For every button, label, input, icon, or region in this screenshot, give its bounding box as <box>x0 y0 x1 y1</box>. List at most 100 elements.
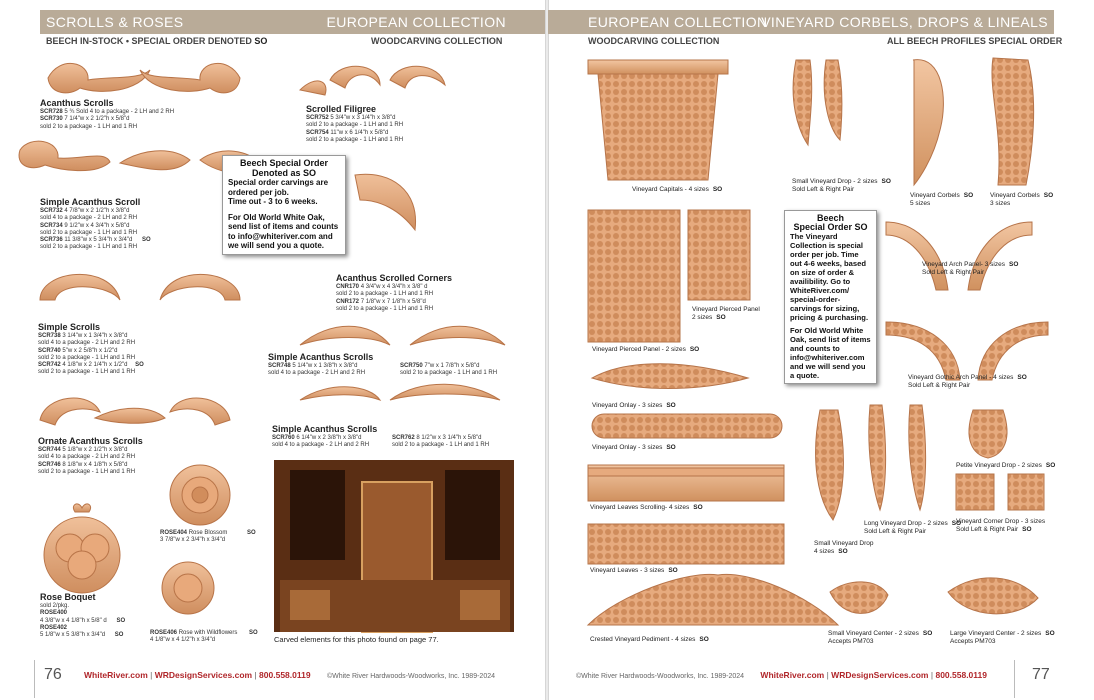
so-marker: SO <box>963 192 974 199</box>
item-spec: 4 1/8"w x 4 1/2"h x 3/4"d <box>150 637 216 644</box>
item-title: Simple Scrolls <box>38 322 101 332</box>
sku: SCR728 <box>40 109 63 115</box>
sku: SCR740 <box>38 347 61 354</box>
caption-text: Vineyard Leaves Scrolling- 4 sizes <box>590 504 690 511</box>
caption-text: Small Vineyard Center - 2 sizes <box>828 630 919 637</box>
item-spec: 5 1/4"w x 1 3/8"h x 3/8"d <box>292 363 358 369</box>
sku: SCR750 <box>400 363 423 369</box>
note-heading: Beech Special Order <box>239 158 329 168</box>
sku: ROSE404 <box>160 530 188 536</box>
header-title-european: EUROPEAN COLLECTION <box>588 14 768 30</box>
note-body: For Old World White Oak, send list of it… <box>790 326 871 380</box>
so-marker: SO <box>254 36 268 46</box>
sku: SCR730 <box>40 116 63 123</box>
item-simple-scrolls: Simple Scrolls SCR738 3 1/4"w x 1 3/4"h … <box>38 322 144 377</box>
item-spec: sold 4 to a package - 2 LH and 2 RH <box>38 454 136 461</box>
caption-text: Sold Left & Right Pair <box>792 186 855 193</box>
design-services-link[interactable]: WRDesignServices.com <box>154 670 253 680</box>
item-spec: 4 3/4"w x 4 3/4"h x 3/8" d <box>360 284 428 290</box>
item-spec: 11"w x 6 1/4"h x 5/8"d <box>330 129 389 136</box>
sku: SCR744 <box>38 447 61 453</box>
photo-caption: Carved elements for this photo found on … <box>274 635 439 644</box>
so-marker: SO <box>668 567 678 574</box>
item-spec: sold 2/pkg. <box>40 603 70 609</box>
so-marker: SO <box>716 314 726 321</box>
so-marker: SO <box>142 237 151 244</box>
so-marker: SO <box>114 632 124 639</box>
subheader-text: BEECH IN-STOCK • SPECIAL ORDER DENOTED <box>46 36 252 46</box>
caption-text: Vineyard Corbels <box>910 192 960 199</box>
sku: SCR734 <box>40 222 63 229</box>
item-title: Simple Acanthus Scrolls <box>268 352 374 362</box>
so-marker: SO <box>854 222 868 232</box>
caption-text: 3 sizes <box>990 200 1011 207</box>
so-marker: SO <box>116 617 126 624</box>
item-acanthus-scrolls: Acanthus Scrolls SCR728 5 ¾ Sold 4 to a … <box>40 98 174 131</box>
item-simple-acanthus-scroll: Simple Acanthus Scroll SCR732 4 7/8"w x … <box>40 197 151 252</box>
item-simple-acanthus-scrolls-3: Simple Acanthus Scrolls SCR760 6 1/4"w x… <box>272 424 489 450</box>
item-title: Simple Acanthus Scrolls <box>272 424 378 434</box>
design-services-link[interactable]: WRDesignServices.com <box>831 670 929 680</box>
sku: SCR748 <box>268 363 291 369</box>
wine-room-photo <box>274 460 514 633</box>
so-marker: SO <box>712 186 723 193</box>
item-scrolled-filigree: Scrolled Filigree SCR752 5 3/4"w x 3 1/4… <box>306 104 403 144</box>
caption-text: 5 sizes <box>910 200 931 207</box>
subheader-woodcarving: WOODCARVING COLLECTION <box>371 36 503 46</box>
caption-text: Sold Left & Right Pair <box>956 526 1019 533</box>
so-marker: SO <box>689 346 700 353</box>
so-marker: SO <box>249 630 258 636</box>
so-marker: SO <box>135 362 144 369</box>
page-76: SCROLLS & ROSES EUROPEAN COLLECTION BEEC… <box>0 0 546 700</box>
so-marker: SO <box>922 630 933 637</box>
item-spec: sold 2 to a package - 1 LH and 1 RH <box>40 244 138 251</box>
item-acanthus-scrolled-corners: Acanthus Scrolled Corners CNR170 4 3/4"w… <box>336 273 452 313</box>
header-band-right: EUROPEAN COLLECTION VINEYARD CORBELS, DR… <box>548 10 1054 34</box>
sku: SCR738 <box>38 333 61 339</box>
item-spec: 5 1/8"w x 2 1/2"h x 3/8"d <box>62 447 128 453</box>
note-body: Special order carvings are ordered per j… <box>228 178 329 197</box>
website-link[interactable]: WhiteRiver.com <box>84 670 148 680</box>
so-marker: SO <box>1045 462 1056 469</box>
item-spec: 5 ¾ Sold 4 to a package - 2 LH and 2 RH <box>64 109 175 115</box>
caption-text: Vineyard Corbels <box>990 192 1040 199</box>
sku: SCR742 <box>38 362 61 369</box>
caption-text: Large Vineyard Center - 2 sizes <box>950 630 1042 637</box>
caption-text: Small Vineyard Drop - 2 sizes <box>792 178 878 185</box>
caption-text: Vineyard Leaves - 3 sizes <box>590 567 665 574</box>
so-marker: SO <box>1043 192 1054 199</box>
header-title-european: EUROPEAN COLLECTION <box>326 14 506 30</box>
so-marker: SO <box>881 178 891 185</box>
acanthus-scroll-carvings <box>18 62 506 615</box>
item-spec: 6 1/4"w x 2 3/8"h x 3/8"d <box>296 435 362 441</box>
caption-text: Vineyard Corner Drop - 3 sizes <box>956 518 1046 525</box>
phone-number: 800.558.0119 <box>259 670 311 680</box>
footer-divider <box>1014 660 1015 698</box>
note-heading: Beech <box>816 213 844 223</box>
item-spec: 3 7/8"w x 2 3/4"h x 3/4"d <box>160 537 226 544</box>
item-spec: sold 2 to a package - 1 LH and 1 RH <box>336 291 434 298</box>
item-spec: 4 7/8"w x 2 1/2"h x 3/8"d <box>64 208 130 214</box>
item-spec: sold 2 to a package - 1 LH and 1 RH <box>336 305 434 312</box>
item-spec: sold 2 to a package - 1 LH and 1 RH <box>306 122 404 129</box>
caption-text: Sold Left & Right Pair <box>922 269 985 276</box>
so-marker: SO <box>1017 374 1027 381</box>
sku: CNR172 <box>336 298 360 305</box>
header-band-left: SCROLLS & ROSES EUROPEAN COLLECTION <box>40 10 546 34</box>
item-ornate-acanthus-scrolls: Ornate Acanthus Scrolls SCR744 5 1/8"w x… <box>38 436 143 476</box>
sku: SCR736 <box>40 237 63 244</box>
item-spec: 5 1/8"w x 5 3/8"h x 3/4"d <box>40 632 106 639</box>
so-marker: SO <box>1045 630 1055 637</box>
page-77: EUROPEAN COLLECTION VINEYARD CORBELS, DR… <box>548 0 1094 700</box>
item-spec: sold 2 to a package - 1 LH and 1 RH <box>400 370 498 376</box>
separator: | <box>254 670 257 680</box>
website-link[interactable]: WhiteRiver.com <box>760 670 825 680</box>
